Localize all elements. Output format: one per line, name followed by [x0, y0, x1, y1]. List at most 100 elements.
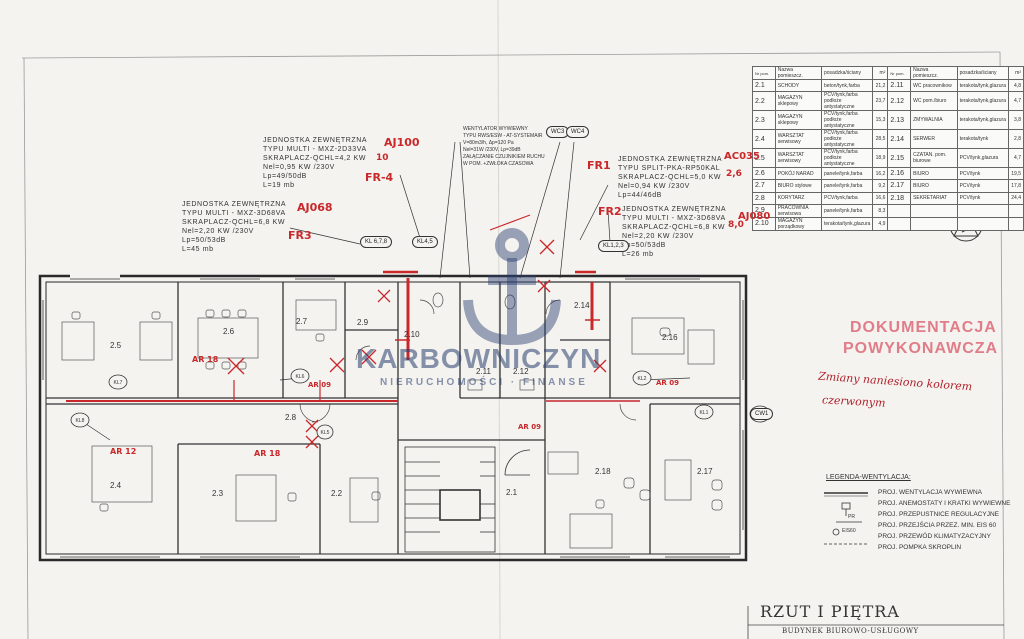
tag-kl678: KL 6,7,8: [360, 236, 393, 248]
red-ar09: AR 09: [518, 423, 541, 431]
room-table-cell: 9,2: [872, 179, 889, 193]
stamp-line-2: POWYKONAWCZA: [843, 340, 999, 357]
handwritten-note-line-2: czerwonym: [821, 393, 886, 410]
room-table-cell: 4,7: [1008, 148, 1024, 169]
room-table-cell: 16,6: [872, 191, 889, 205]
tag-kl123: KL1,2,3: [598, 240, 629, 252]
room-table-cell: 18,9: [872, 148, 889, 169]
unit-line: SKRAPLACZ-QCHL=6,8 KW: [622, 224, 726, 231]
unit-line: Nel=0,95 KW /230V: [263, 164, 335, 171]
header-cell: m²: [872, 66, 889, 80]
room-table-cell: 2.17: [887, 179, 912, 193]
unit-line: TYPU MULTI - MXZ-2D33VA: [263, 146, 367, 153]
room-label: 2.3: [212, 489, 224, 498]
room-label: 2.17: [697, 467, 713, 476]
unit-line: Lp=50/53dB: [182, 237, 226, 244]
room-label: 2.8: [285, 413, 297, 422]
ventilator-line: TYPU RWS/ESW - AT-SYSTEMAIR: [463, 133, 543, 139]
room-table-cell: 2.3: [752, 110, 776, 131]
title-block-frame: [747, 606, 1004, 639]
red-model-aj068: AJ068: [297, 201, 333, 214]
ventilator-line: Nel=31W /230V, Lp=39dB: [463, 147, 521, 153]
room-table-cell: MAGAZYN sklepowy: [774, 91, 822, 112]
header-cell: posadzka/ściany: [820, 66, 874, 80]
room-table-cell: PCV/tynk: [956, 167, 1010, 181]
interior-walls: [46, 281, 740, 554]
room-table-cell: POKÓJ NARAD: [774, 167, 822, 181]
unit-line: Nel=2,20 KW /230V: [622, 233, 694, 240]
room-table-cell: [887, 216, 912, 231]
red-x-marks: [227, 239, 607, 449]
red-ar09: AR 09: [308, 381, 331, 389]
header-cell: Nazwa pomieszcz.: [774, 66, 822, 80]
room-table-cell: 23,7: [872, 91, 889, 112]
unit-line: SKRAPLACZ-QCHL=6,8 KW: [182, 219, 286, 226]
red-ar12: AR 12: [110, 447, 137, 456]
ventilator-line: W POM. +ZWŁOKA CZASOWA: [463, 161, 534, 167]
room-table-cell: CZATAN. pom. biurowe: [910, 148, 958, 169]
room-label: 2.11: [476, 367, 491, 376]
outdoor-unit-fr3: JEDNOSTKA ZEWNĘTRZNA TYPU MULTI - MXZ-3D…: [182, 200, 286, 254]
building-name: BUDYNEK BIUROWO-USŁUGOWY: [782, 627, 919, 635]
room-table-cell: 2.8: [752, 191, 776, 205]
room-table-cell: 8,3: [872, 203, 889, 218]
sheet-border-left: [23, 57, 29, 639]
room-table-cell: 4,8: [1008, 78, 1024, 93]
room-table-cell: [956, 203, 1010, 218]
unit-line: TYPU SPLIT-PKA-RP50KAL: [618, 165, 721, 172]
room-table-cell: PCV/tynk,farba: [820, 191, 874, 205]
red-power-10: 10: [376, 153, 389, 163]
svg-text:KL5: KL5: [321, 430, 330, 436]
outdoor-unit-fr1: JEDNOSTKA ZEWNĘTRZNA TYPU SPLIT-PKA-RP50…: [618, 155, 722, 200]
room-table-cell: PCV/tynk,glazura: [956, 148, 1010, 169]
room-table-cell: PCV/tynk: [956, 191, 1010, 205]
paper-fold: [497, 0, 501, 639]
chairs: [71, 309, 723, 512]
red-ar18: AR 18: [192, 355, 219, 364]
red-ref-fr3: FR3: [288, 229, 312, 242]
room-table-cell: [1008, 216, 1024, 231]
room-label: 2.1: [506, 488, 518, 497]
unit-line: Lp=49/50dB: [263, 173, 307, 180]
room-table-cell: WC pom./biuro: [910, 91, 958, 112]
room-table-cell: [956, 216, 1010, 231]
legend-item: PROJ. PRZEJŚCIA PRZEZ. MIN. EIS 60: [878, 522, 997, 529]
watermark-name: KARBOWNICZYN: [356, 343, 602, 374]
room-table-cell: terakota/tynk,glazura: [956, 91, 1010, 112]
room-table-cell: [887, 203, 912, 218]
room-table-cell: PCV/tynk,farba podłoże antystatyczne: [820, 91, 874, 112]
room-table-cell: 17,8: [1008, 179, 1024, 193]
room-label: 2.10: [404, 330, 420, 339]
room-table-cell: panele/tynk,farba: [820, 179, 874, 193]
room-table-header: Nr pom. Nazwa pomieszcz. posadzka/ściany…: [752, 66, 1024, 80]
room-label: 2.9: [357, 318, 369, 327]
room-table: Nr pom. Nazwa pomieszcz. posadzka/ściany…: [752, 66, 1024, 231]
room-table-cell: WARSZTAT serwisowy: [774, 129, 822, 150]
unit-line: SKRAPLACZ-QCHL=4,2 KW: [263, 155, 367, 162]
legend-item: PROJ. PRZEPUSTNICE REGULACYJNE: [878, 511, 999, 518]
legend-item: PROJ. PRZEWÓD KLIMATYZACYJNY: [878, 533, 991, 540]
room-table-cell: PRACOWNIA serwisowa: [774, 203, 822, 218]
room-table-cell: PCV/tynk: [956, 179, 1010, 193]
unit-line: L=45 mb: [182, 246, 214, 253]
room-table-cell: ZMYWALNIA: [910, 110, 958, 131]
red-ref-fr4: FR-4: [365, 171, 394, 184]
room-table-cell: SEKRETARIAT: [910, 191, 958, 205]
unit-line: L=26 mb: [622, 251, 654, 258]
indoor-unit-labels: KL7 KL6 KL8 KL5 KL2 KL1: [76, 374, 709, 436]
room-table-cell: 2.12: [887, 91, 912, 112]
room-label: 2.7: [296, 317, 308, 326]
room-label: 2.4: [110, 481, 122, 490]
room-table-cell: 2.7: [752, 179, 776, 193]
room-table-cell: 21,2: [872, 78, 889, 93]
tag-kl45: KL4,5: [412, 236, 438, 248]
room-table-cell: 16,2: [872, 167, 889, 181]
outer-walls: [38, 274, 748, 562]
room-table-cell: terakota/tynk,glazura: [956, 78, 1010, 93]
